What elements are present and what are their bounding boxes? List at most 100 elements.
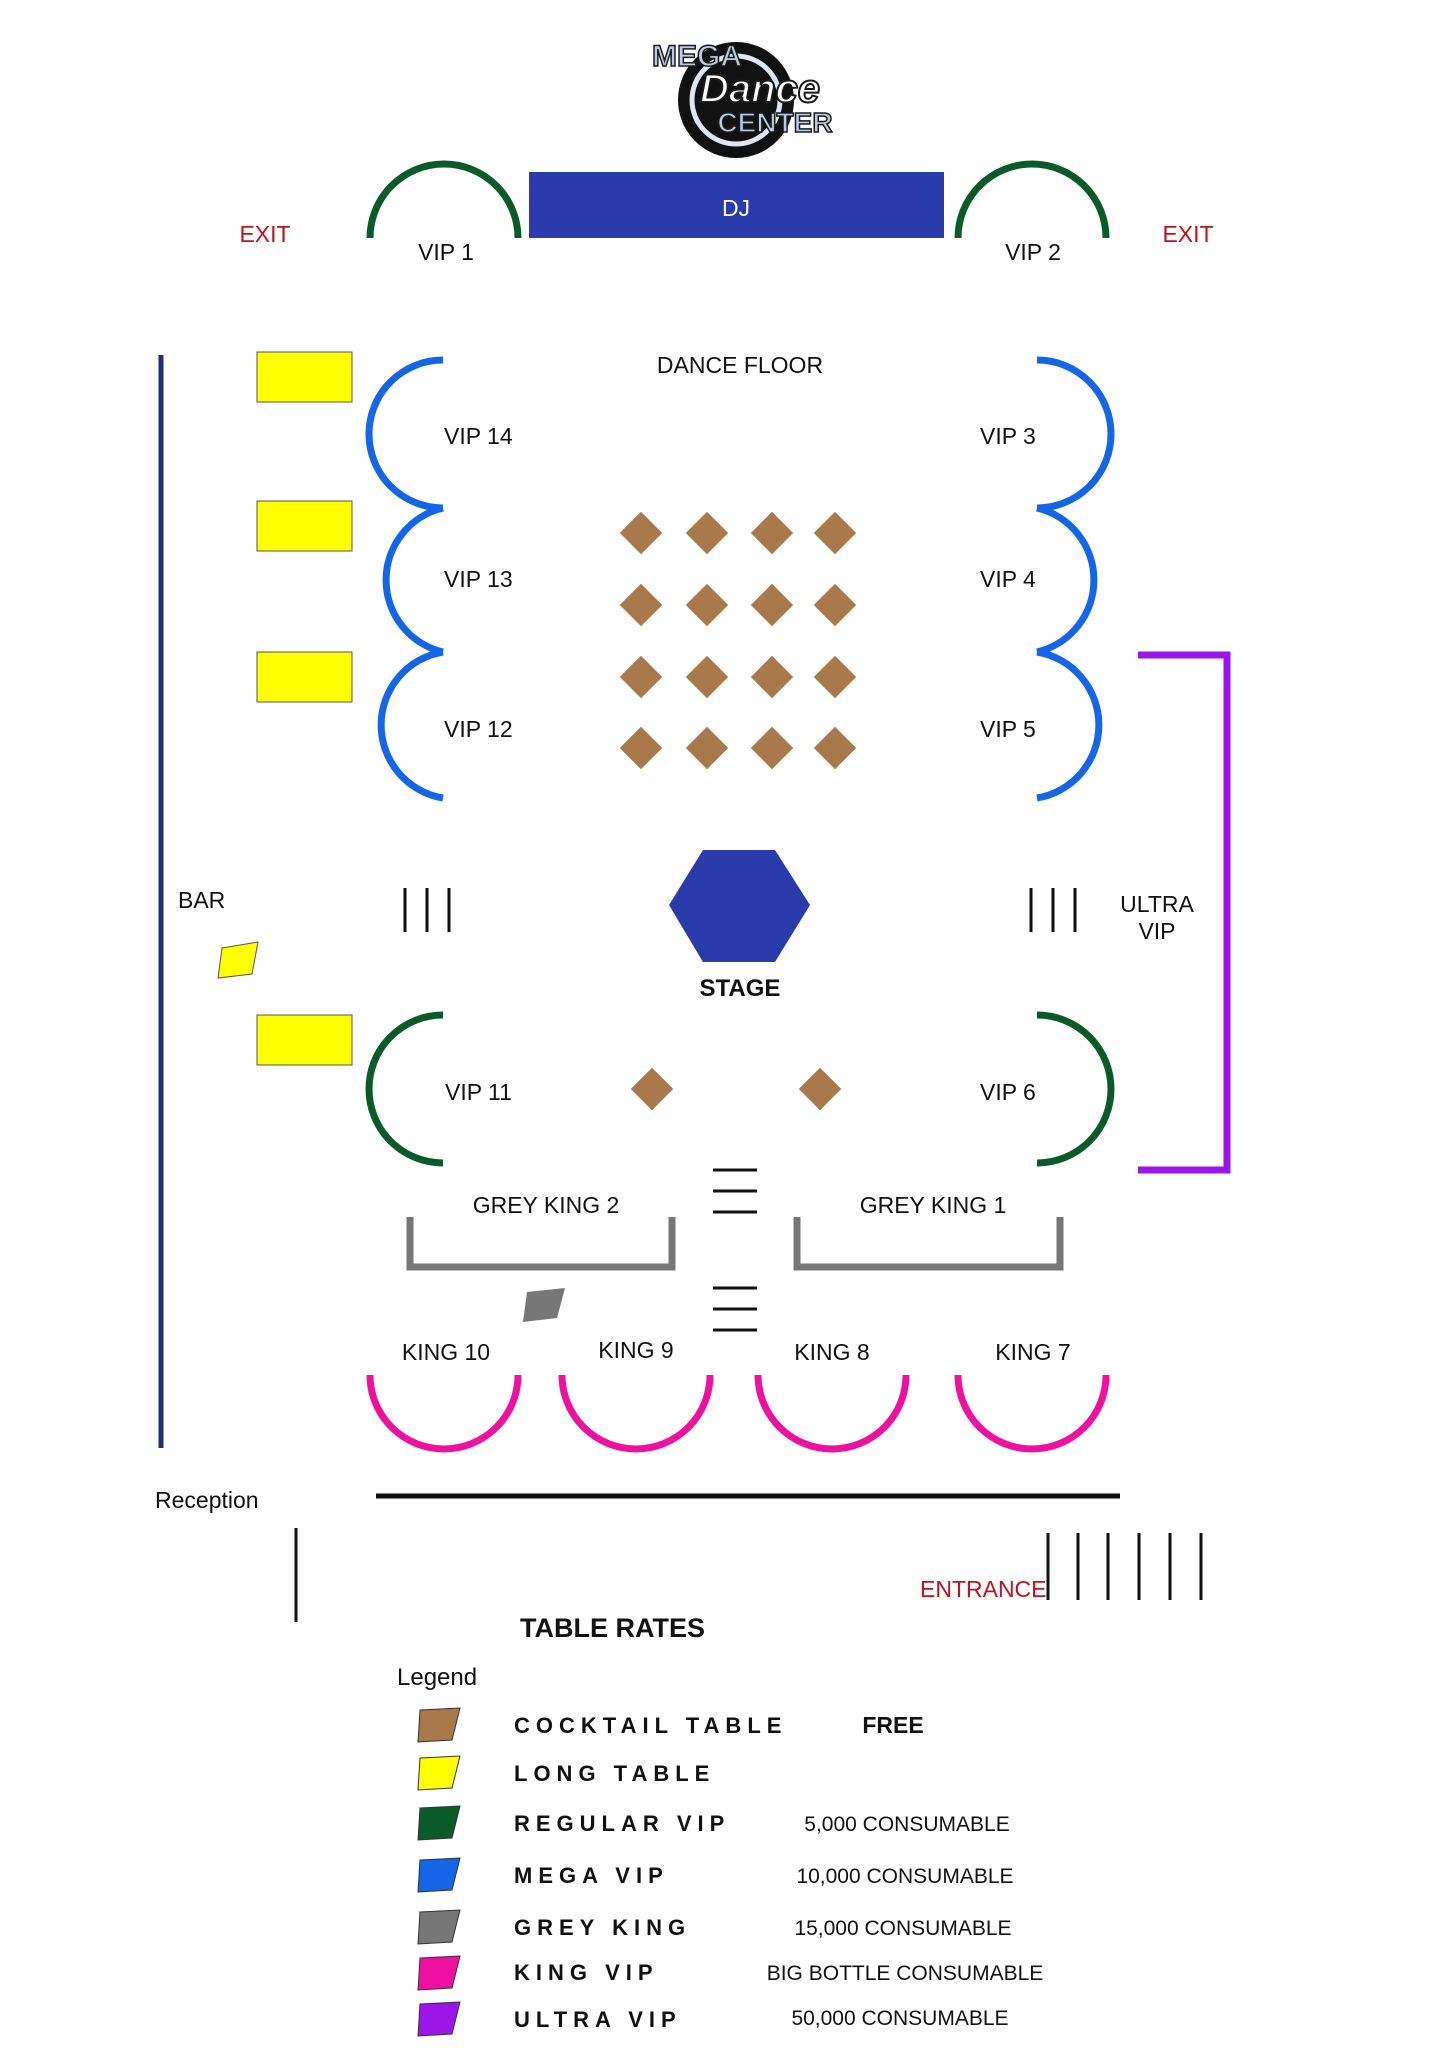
legend-name-mega-vip: MEGA VIP [514, 1863, 669, 1888]
cocktail-table[interactable] [619, 726, 663, 770]
vip-12-booth[interactable] [377, 648, 444, 802]
ultra-vip-label-line2: VIP [1138, 918, 1175, 944]
long-table-4[interactable] [256, 1014, 353, 1066]
grey-king-1-booth[interactable] [793, 1217, 1064, 1271]
legend-rate-cocktail: FREE [862, 1712, 923, 1738]
cocktail-table[interactable] [750, 726, 794, 770]
grey-king-marker[interactable] [523, 1288, 565, 1322]
vip-11-booth[interactable] [365, 1011, 444, 1167]
king-9-label: KING 9 [598, 1337, 673, 1363]
grey-king-2-booth[interactable] [406, 1217, 676, 1271]
cocktail-table[interactable] [630, 1067, 674, 1111]
stage-label: STAGE [700, 975, 781, 1002]
ultra-vip-label-line1: ULTRA [1120, 891, 1194, 917]
legend-rate-regular-vip: 5,000 CONSUMABLE [804, 1813, 1009, 1836]
cocktail-table[interactable] [813, 655, 857, 699]
king-8-booth[interactable] [754, 1374, 910, 1453]
king-10-label: KING 10 [402, 1339, 490, 1365]
king-vip-swatch [417, 1955, 461, 1991]
logo-text-dance: Dance [700, 67, 820, 111]
cocktail-table[interactable] [619, 655, 663, 699]
cocktail-table[interactable] [685, 655, 729, 699]
legend-rate-grey-king: 15,000 CONSUMABLE [794, 1917, 1011, 1940]
entrance-label: ENTRANCE [920, 1576, 1047, 1602]
exit-right-label: EXIT [1162, 221, 1213, 247]
logo-text-center: CENTER [717, 107, 832, 138]
long-table-3[interactable] [256, 651, 353, 703]
legend-name-grey-king: GREY KING [514, 1915, 691, 1940]
vip-13-label: VIP 13 [444, 566, 513, 592]
grey-king-swatch [417, 1909, 461, 1945]
cocktail-table[interactable] [619, 583, 663, 627]
vip-5-booth[interactable] [1036, 648, 1103, 802]
legend-row-cocktail: COCKTAIL TABLE FREE [417, 1707, 924, 1743]
long-table-bar[interactable] [217, 941, 259, 979]
regular-vip-swatch [417, 1805, 461, 1841]
vip-1-booth[interactable] [366, 160, 522, 239]
vip-3-label: VIP 3 [980, 423, 1036, 449]
vip-13-booth[interactable] [382, 504, 444, 656]
legend-row-long-table: LONG TABLE [417, 1755, 715, 1791]
ultra-vip-booth[interactable] [1138, 651, 1231, 1174]
king-7-booth[interactable] [954, 1374, 1110, 1453]
ultra-vip-swatch [417, 2001, 461, 2037]
reception-label: Reception [155, 1487, 259, 1513]
legend-row-mega-vip: MEGA VIP 10,000 CONSUMABLE [417, 1857, 1014, 1893]
vip-12-label: VIP 12 [444, 716, 513, 742]
cocktail-table[interactable] [813, 583, 857, 627]
cocktail-table[interactable] [685, 511, 729, 555]
entrance-gate[interactable] [1046, 1533, 1203, 1600]
legend-name-cocktail: COCKTAIL TABLE [514, 1713, 787, 1738]
vip-5-label: VIP 5 [980, 716, 1036, 742]
vip-6-booth[interactable] [1036, 1011, 1115, 1167]
long-table-swatch [417, 1755, 461, 1791]
legend-rate-king-vip: BIG BOTTLE CONSUMABLE [767, 1962, 1044, 1985]
cocktail-table[interactable] [685, 583, 729, 627]
cocktail-table[interactable] [813, 511, 857, 555]
cocktail-table[interactable] [750, 655, 794, 699]
mega-vip-swatch [417, 1857, 461, 1893]
king-vip-group [366, 1374, 1110, 1453]
long-table-2[interactable] [256, 500, 353, 552]
vip-4-label: VIP 4 [980, 566, 1036, 592]
legend-rate-mega-vip: 10,000 CONSUMABLE [796, 1865, 1013, 1888]
legend-row-grey-king: GREY KING 15,000 CONSUMABLE [417, 1909, 1012, 1945]
vip-14-label: VIP 14 [444, 423, 513, 449]
cocktail-table[interactable] [813, 726, 857, 770]
legend-row-ultra-vip: ULTRA VIP 50,000 CONSUMABLE [417, 2001, 1009, 2037]
bar-label: BAR [178, 887, 225, 913]
legend-rate-ultra-vip: 50,000 CONSUMABLE [791, 2007, 1008, 2030]
vip-4-booth[interactable] [1036, 504, 1098, 656]
legend-name-long-table: LONG TABLE [514, 1761, 715, 1786]
barrier-right [1029, 888, 1077, 932]
vip-2-label: VIP 2 [1005, 239, 1061, 265]
exit-left-label: EXIT [239, 221, 290, 247]
logo: MEGA Dance CENTER [651, 39, 833, 158]
barrier-left [403, 888, 451, 932]
legend-name-regular-vip: REGULAR VIP [514, 1811, 730, 1836]
dance-floor-label: DANCE FLOOR [657, 352, 823, 378]
mega-vip-left-group [365, 356, 444, 802]
cocktail-table[interactable] [750, 583, 794, 627]
cocktail-table[interactable] [619, 511, 663, 555]
cocktail-table[interactable] [798, 1067, 842, 1111]
legend-row-king-vip: KING VIP BIG BOTTLE CONSUMABLE [417, 1955, 1044, 1991]
vip-1-label: VIP 1 [418, 239, 474, 265]
king-10-booth[interactable] [366, 1374, 522, 1453]
vip-14-booth[interactable] [365, 356, 444, 512]
vip-11-label: VIP 11 [445, 1079, 512, 1105]
king-9-booth[interactable] [558, 1374, 714, 1453]
stage-hexagon[interactable] [669, 850, 810, 962]
dj-booth[interactable] [529, 172, 944, 238]
grey-king-1-label: GREY KING 1 [860, 1192, 1007, 1218]
vip-3-booth[interactable] [1036, 356, 1115, 512]
cocktail-table[interactable] [685, 726, 729, 770]
cocktail-table-grid [619, 511, 857, 1111]
legend-name-king-vip: KING VIP [514, 1960, 659, 1985]
aisle-marker-upper [713, 1168, 757, 1214]
vip-2-booth[interactable] [954, 160, 1110, 239]
long-table-1[interactable] [256, 351, 353, 403]
vip-6-label: VIP 6 [980, 1079, 1036, 1105]
cocktail-table[interactable] [750, 511, 794, 555]
